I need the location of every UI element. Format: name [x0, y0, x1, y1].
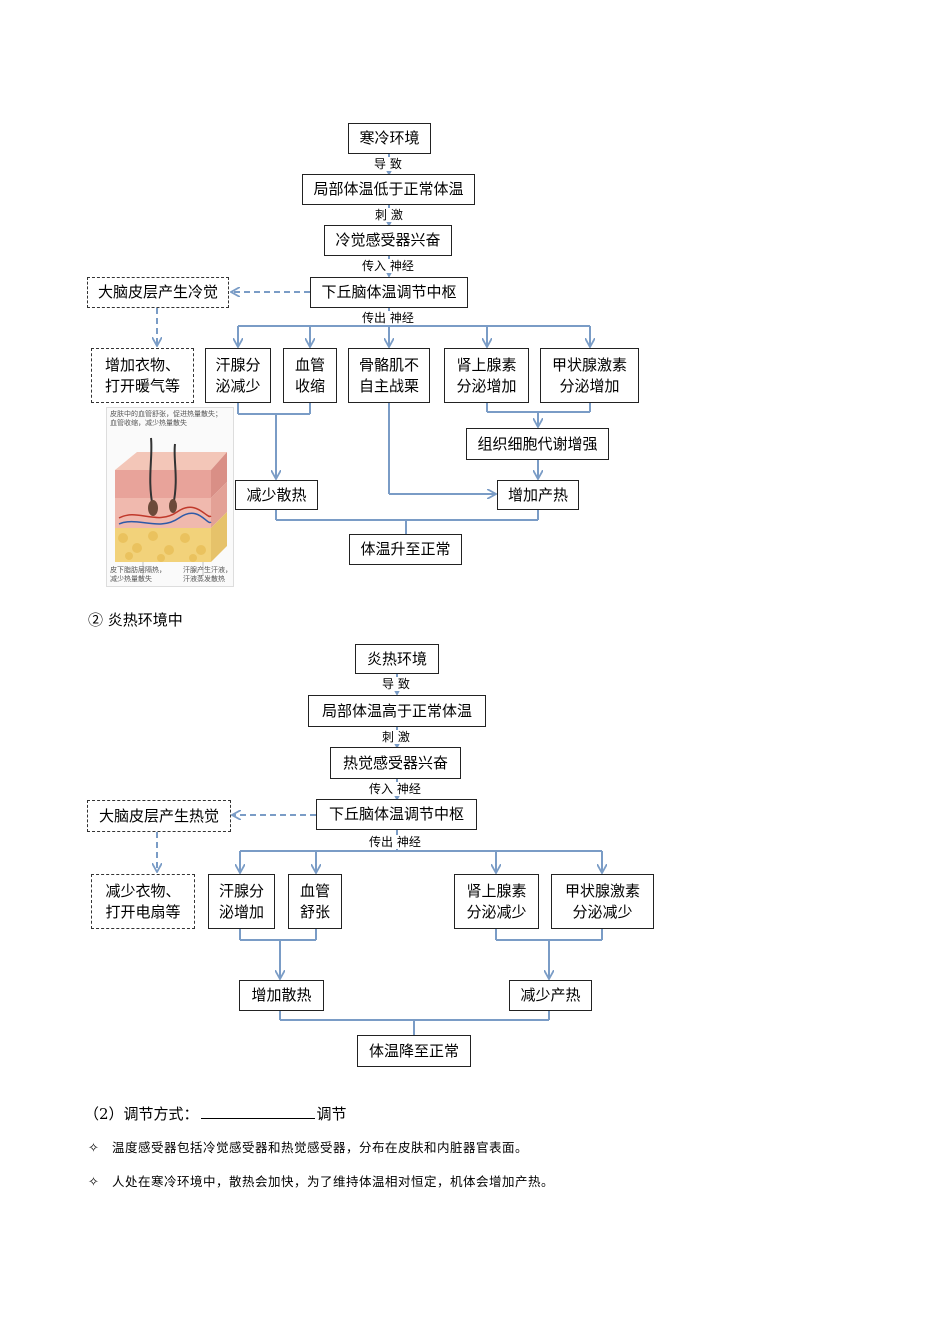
hot-thyroid-node: 甲状腺激素 分泌减少 — [551, 874, 654, 929]
hot-cortex-node: 大脑皮层产生热觉 — [87, 800, 231, 832]
hot-receptor-node: 热觉感受器兴奋 — [330, 747, 461, 779]
cold-lead-label: 导 致 — [374, 157, 402, 171]
cold-muscle-node: 骨骼肌不 自主战栗 — [348, 348, 430, 403]
hot-environment-node: 炎热环境 — [355, 644, 439, 674]
hot-stim-label: 刺 激 — [382, 730, 410, 744]
skin-caption-left: 皮下脂肪层隔热， 减少热量散失 — [110, 566, 166, 583]
skin-caption-top: 皮肤中的血管舒张，促进热量散失； 血管收缩，减少热量散失 — [110, 410, 222, 427]
hot-vessel-node: 血管 舒张 — [288, 874, 342, 929]
hot-sweat-node: 汗腺分 泌增加 — [208, 874, 275, 929]
hot-lead-label: 导 致 — [382, 677, 410, 691]
hot-more-heat-loss-node: 增加散热 — [239, 980, 324, 1011]
regulation-question: （2）调节方式： 调节 — [84, 1104, 347, 1124]
skin-cross-section-graphic — [115, 437, 227, 576]
cold-more-heat-node: 增加产热 — [497, 480, 579, 510]
hot-less-heat-node: 减少产热 — [509, 980, 592, 1011]
cold-receptor-node: 冷觉感受器兴奋 — [324, 225, 452, 256]
cold-less-heat-loss-node: 减少散热 — [235, 480, 318, 510]
hot-behavior-node: 减少衣物、 打开电扇等 — [91, 874, 195, 929]
cold-behavior-node: 增加衣物、 打开暖气等 — [91, 348, 194, 403]
answer-blank[interactable] — [200, 1104, 315, 1119]
question-suffix: 调节 — [316, 1105, 347, 1123]
cold-result-node: 体温升至正常 — [349, 534, 462, 565]
cold-vessel-node: 血管 收缩 — [283, 348, 337, 403]
hot-hypothalamus-node: 下丘脑体温调节中枢 — [316, 799, 477, 830]
hot-section-heading: ② 炎热环境中 — [88, 611, 183, 629]
note-1: ✧ 温度感受器包括冷觉感受器和热觉感受器，分布在皮肤和内脏器官表面。 — [88, 1139, 528, 1158]
hot-efferent-label: 传出 神经 — [369, 835, 421, 849]
hot-result-node: 体温降至正常 — [357, 1035, 471, 1067]
skin-caption-right: 汗腺产生汗液， 汗液蒸发散热 — [183, 566, 232, 583]
cold-cortex-node: 大脑皮层产生冷觉 — [87, 277, 229, 308]
hot-afferent-label: 传入 神经 — [369, 782, 421, 796]
note-2: ✧ 人处在寒冷环境中，散热会加快，为了维持体温相对恒定，机体会增加产热。 — [88, 1173, 554, 1192]
diamond-bullet-icon: ✧ — [88, 1175, 100, 1190]
diamond-bullet-icon: ✧ — [88, 1141, 100, 1156]
cold-environment-node: 寒冷环境 — [348, 123, 431, 154]
cold-sweat-node: 汗腺分 泌减少 — [205, 348, 271, 403]
note-1-text: 温度感受器包括冷觉感受器和热觉感受器，分布在皮肤和内脏器官表面。 — [112, 1140, 529, 1155]
hot-high-temp-node: 局部体温高于正常体温 — [308, 695, 486, 727]
question-prefix: （2）调节方式： — [84, 1105, 199, 1123]
skin-illustration: 皮肤中的血管舒张，促进热量散失； 血管收缩，减少热量散失 皮下脂肪层隔热， 减少… — [106, 407, 234, 587]
hot-adrenal-node: 肾上腺素 分泌减少 — [454, 874, 539, 929]
cold-metabolism-node: 组织细胞代谢增强 — [466, 428, 609, 460]
cold-adrenal-node: 肾上腺素 分泌增加 — [444, 348, 529, 403]
cold-thyroid-node: 甲状腺激素 分泌增加 — [540, 348, 639, 403]
note-2-text: 人处在寒冷环境中，散热会加快，为了维持体温相对恒定，机体会增加产热。 — [112, 1174, 555, 1189]
cold-stim-label: 刺 激 — [375, 208, 403, 222]
cold-low-temp-node: 局部体温低于正常体温 — [302, 174, 475, 205]
cold-efferent-label: 传出 神经 — [362, 311, 414, 325]
cold-afferent-label: 传入 神经 — [362, 259, 414, 273]
cold-hypothalamus-node: 下丘脑体温调节中枢 — [310, 277, 468, 308]
